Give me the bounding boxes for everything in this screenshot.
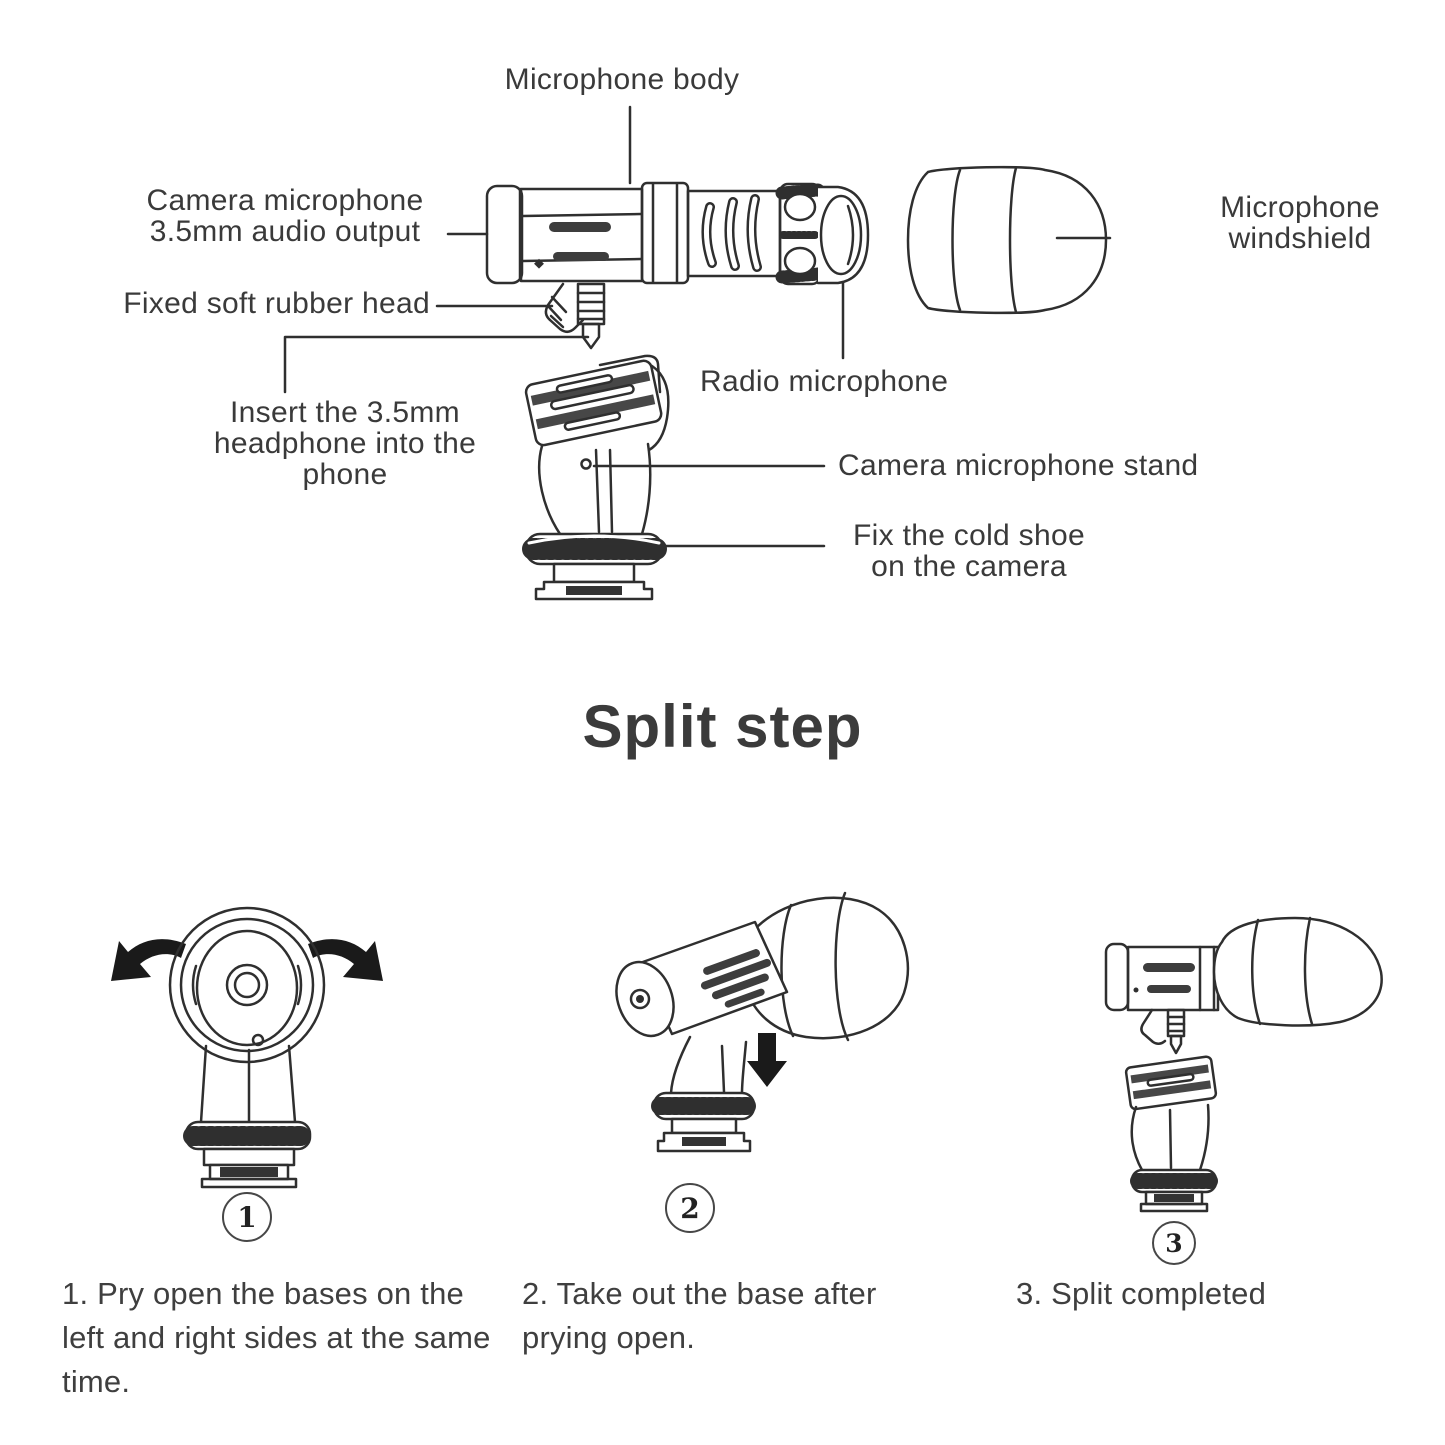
step-1-badge: 1 [222,1192,272,1242]
step-1-caption: 1. Pry open the bases on the left and ri… [62,1276,491,1399]
step2-drawing [615,891,909,1153]
radio-microphone-label: Radio microphone [700,365,949,398]
camera-microphone-stand-label: Camera microphone stand [838,449,1199,482]
audio-jack-drawing [544,282,606,350]
windshield-drawing [906,165,1108,315]
pry-arrow-right-icon [308,939,383,981]
split-step-title: Split step [582,693,863,760]
camera-mic-output-label: Camera microphone 3.5mm audio output [146,184,424,248]
microphone-body-label: Microphone body [504,63,740,96]
leader-lines [283,105,1112,548]
stand-drawing [522,354,670,601]
microphone-windshield-label: Microphone windshield [1220,191,1380,255]
microphone-body-drawing [485,181,870,286]
step-2-caption: 2. Take out the base after prying open. [522,1276,877,1355]
step-3-badge: 3 [1152,1221,1196,1265]
insert-headphone-label: Insert the 3.5mm headphone into the phon… [213,396,477,491]
step-3-caption: 3. Split completed [1016,1276,1267,1311]
step3-drawing [1104,916,1383,1213]
step-2-badge: 2 [665,1183,715,1233]
pry-arrow-left-icon [111,939,186,981]
push-down-arrow-icon [747,1033,787,1087]
fixed-soft-rubber-head-label: Fixed soft rubber head [123,287,430,320]
step1-drawing [111,906,383,1189]
fix-cold-shoe-label: Fix the cold shoe on the camera [853,519,1085,583]
